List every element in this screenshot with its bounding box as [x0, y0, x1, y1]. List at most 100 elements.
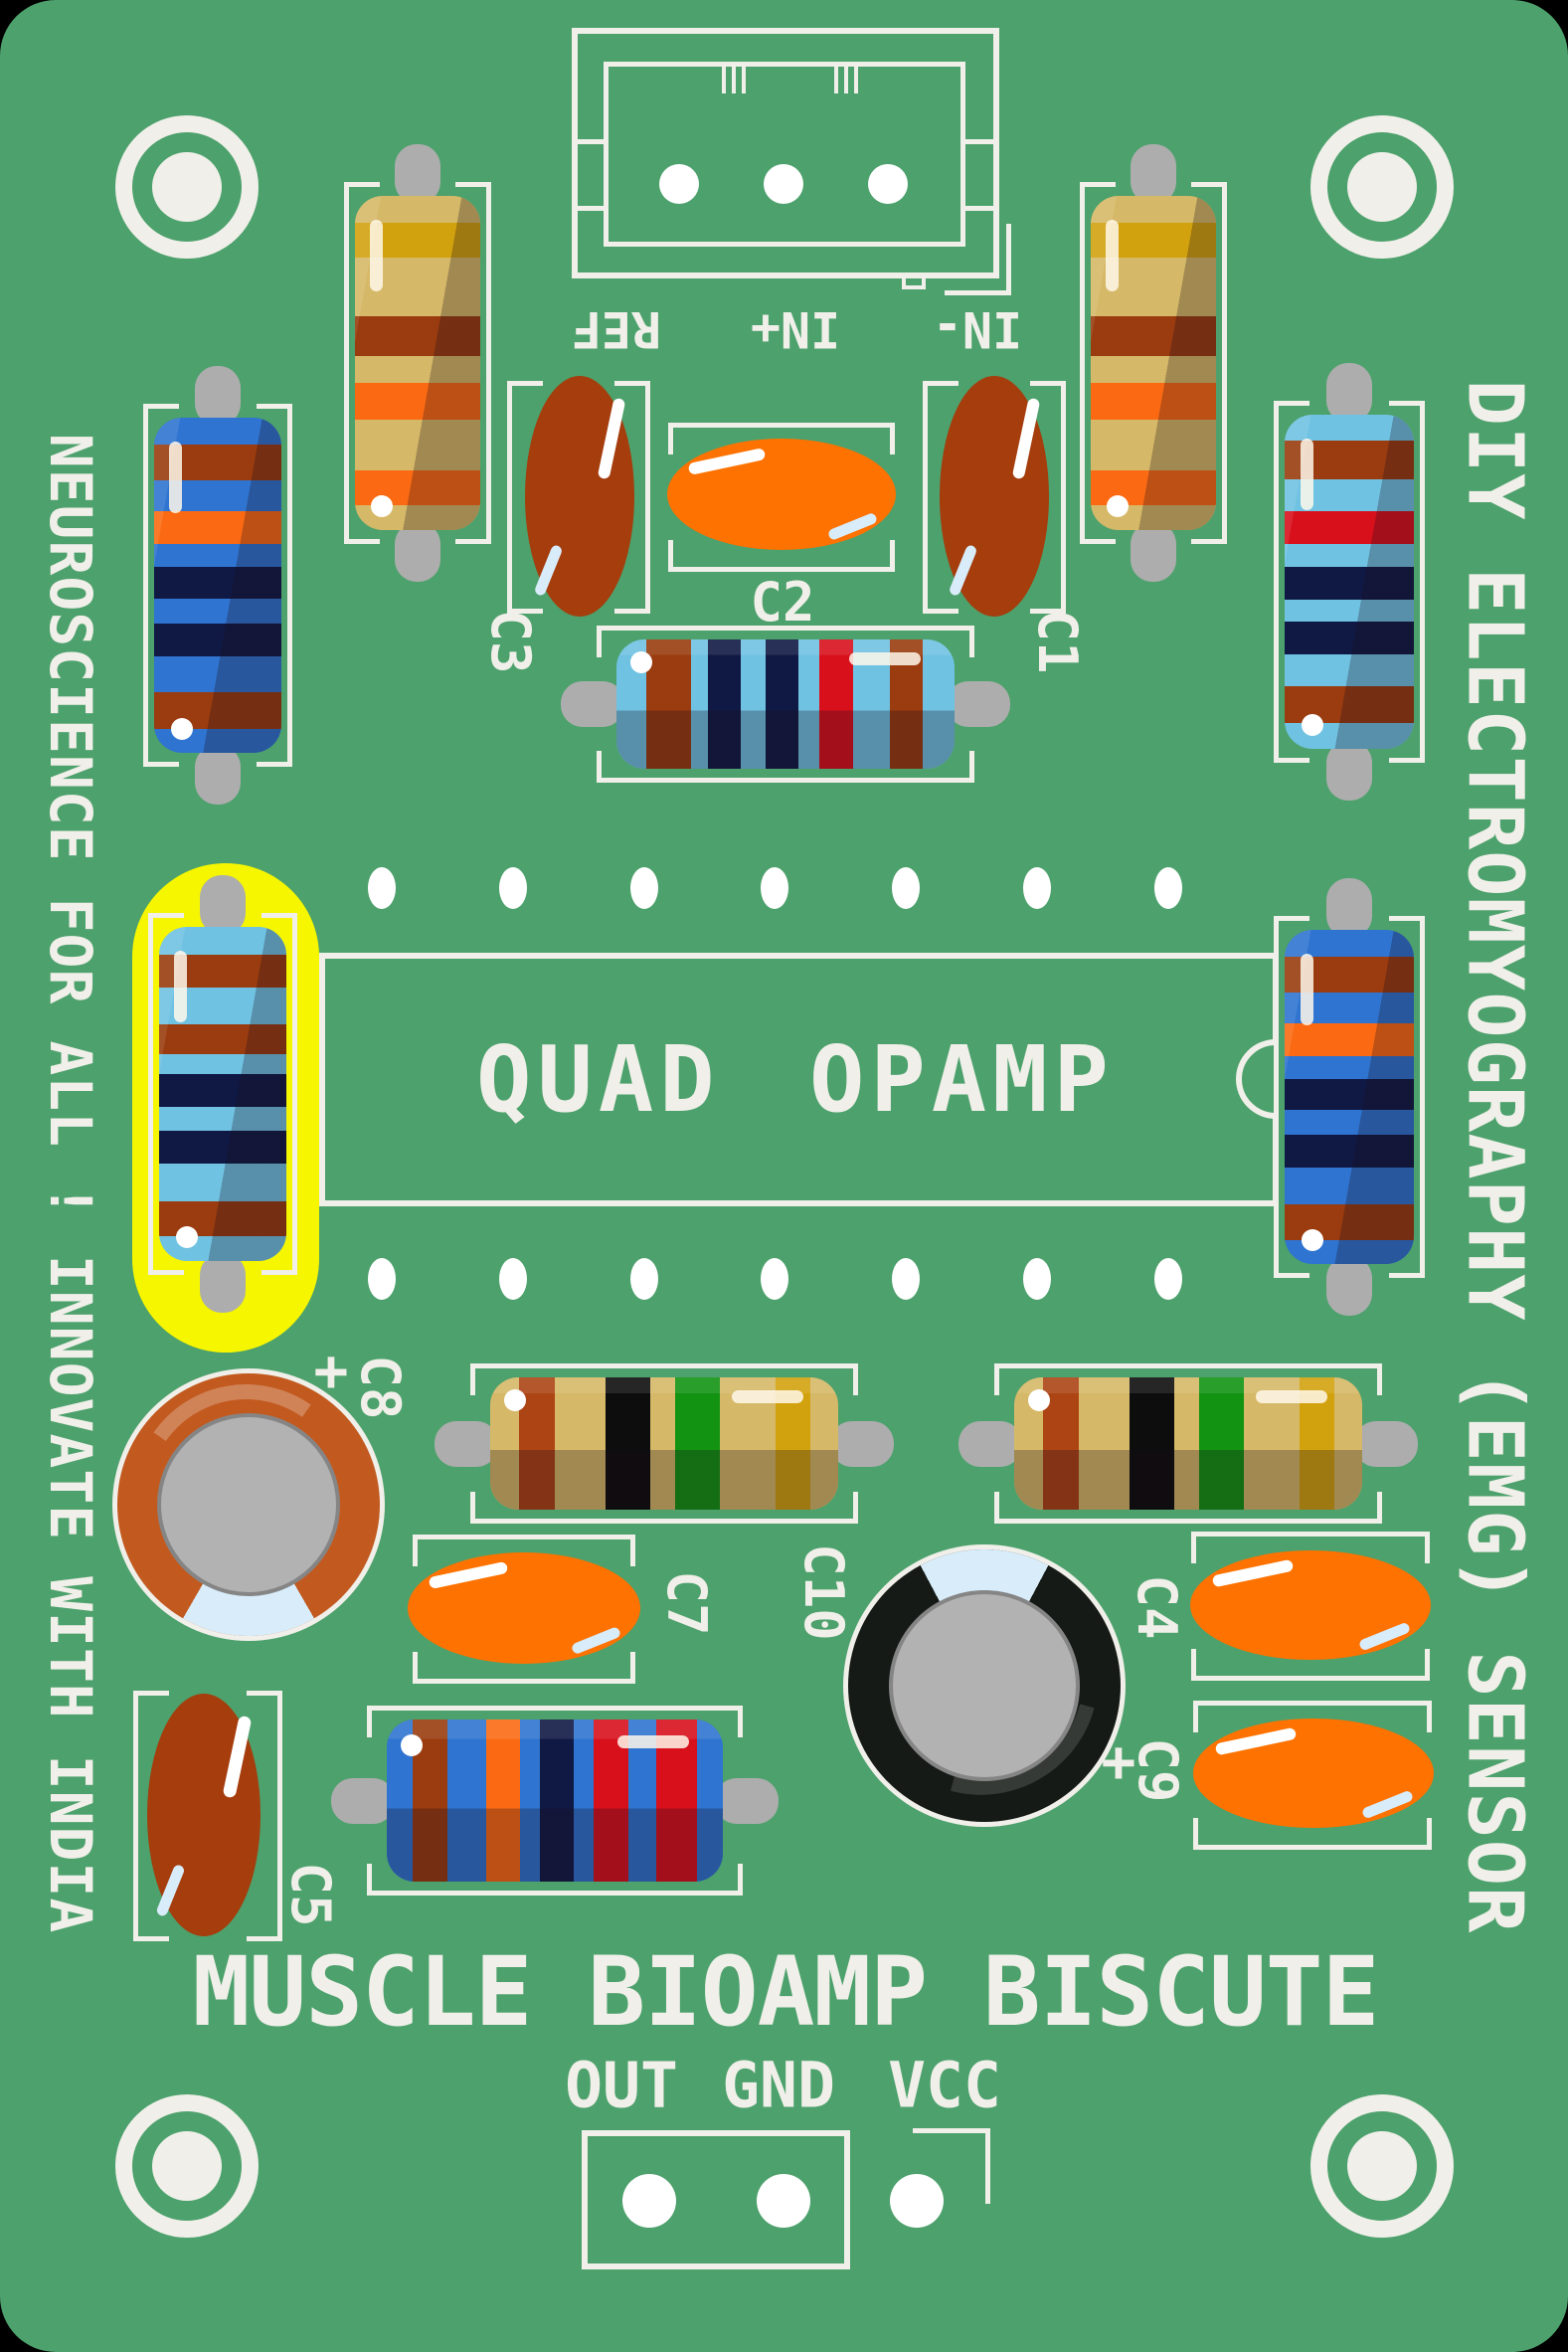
resistor-band — [154, 623, 281, 656]
resistor-band — [1091, 315, 1216, 357]
resistor-gloss-streak — [1106, 219, 1120, 291]
bracket-line — [470, 1492, 858, 1524]
output-pin-label-gnd: GND — [722, 2049, 835, 2122]
resistor-lead — [1326, 1256, 1372, 1316]
resistor-gloss-dot — [504, 1388, 526, 1411]
bracket-line — [344, 182, 380, 544]
ic-socket-hole — [368, 867, 396, 909]
resistor-R8 — [490, 1377, 838, 1510]
bracket-line — [1389, 401, 1425, 763]
capacitor-gloss — [222, 1715, 253, 1799]
resistor-band — [1198, 1377, 1244, 1510]
bracket-line — [1274, 401, 1309, 763]
resistor-band — [819, 639, 853, 769]
bracket-line — [1193, 1701, 1432, 1732]
bracket-line — [148, 913, 184, 1275]
resistor-gloss-dot — [371, 494, 394, 517]
resistor-band — [159, 1073, 286, 1108]
resistor-gloss-streak — [1300, 953, 1313, 1025]
ic-socket-hole — [629, 1258, 658, 1300]
resistor-band — [486, 1719, 520, 1882]
ic-socket-hole — [892, 867, 921, 909]
resistor-lead — [200, 875, 246, 935]
capacitor-bracket — [1191, 1532, 1430, 1681]
mounting-hole-top-right — [1310, 115, 1454, 259]
ic-socket-hole — [1153, 1258, 1182, 1300]
capacitor-C8 — [114, 1365, 380, 1636]
mounting-hole-bottom-left — [115, 2094, 259, 2238]
capacitor-C4 — [1190, 1550, 1431, 1660]
resistor-lead — [830, 1420, 894, 1467]
capacitor-C5 — [147, 1694, 261, 1936]
capacitor-C3 — [525, 376, 634, 617]
ic-socket-hole — [1023, 867, 1051, 909]
capacitor-bracket — [413, 1535, 635, 1684]
bracket-line — [507, 381, 543, 614]
bracket-line — [994, 1363, 1382, 1395]
resistor-lead — [395, 522, 440, 582]
resistor-R1 — [355, 196, 480, 530]
bracket-line — [143, 404, 179, 767]
resistor-gloss-dot — [1301, 1228, 1323, 1251]
mounting-hole-center — [1347, 152, 1417, 222]
input-connector-outline — [572, 28, 999, 278]
bracket-line — [413, 1535, 635, 1566]
connector-mark — [902, 274, 926, 289]
capacitor-C10 — [821, 1517, 1142, 1838]
resistor-gloss-streak — [1300, 438, 1313, 510]
resistor-gloss-streak — [174, 950, 188, 1022]
ic-socket-hole — [761, 1258, 789, 1300]
capacitor-center — [156, 1412, 341, 1597]
resistor-lead — [561, 681, 624, 727]
bracket-line — [1191, 1532, 1430, 1563]
resistor-R10 — [387, 1719, 723, 1882]
resistor-lead — [1131, 522, 1176, 582]
ic-socket-hole — [1023, 1258, 1051, 1300]
bracket-line — [1030, 381, 1066, 614]
bracket-line — [668, 423, 895, 454]
bracket-line — [367, 1864, 743, 1896]
resistor-gloss-streak — [849, 652, 921, 665]
capacitor-label-C7: C7 — [655, 1570, 718, 1636]
resistor-bracket — [1274, 401, 1425, 763]
resistor-gloss-dot — [1301, 713, 1323, 736]
capacitor-C2 — [667, 439, 896, 550]
resistor-gloss-dot — [1107, 494, 1130, 517]
resistor-gloss-streak — [370, 219, 384, 291]
connector-hatch — [722, 64, 746, 93]
resistor-bracket — [1080, 182, 1227, 544]
resistor-gloss-dot — [629, 650, 652, 673]
bracket-line — [455, 182, 491, 544]
resistor-lead — [1354, 1420, 1418, 1467]
resistor-gloss-dot — [175, 1225, 198, 1248]
input-connector-inner-outline — [604, 62, 965, 247]
input-connector-pin — [868, 164, 908, 204]
pin1-bracket — [945, 290, 1010, 295]
capacitor-label-C2: C2 — [750, 571, 815, 633]
bracket-line — [597, 751, 974, 783]
resistor-lead — [1326, 878, 1372, 938]
capacitor-C9 — [1193, 1719, 1434, 1828]
connector-tick — [572, 206, 606, 211]
capacitor-bracket — [668, 423, 895, 572]
ic-socket-hole — [1153, 867, 1182, 909]
resistor-R6 — [159, 927, 286, 1261]
resistor-lead — [195, 366, 241, 426]
edge-text-right: DIY ELECTROMYOGRAPHY (EMG) SENSOR — [1450, 379, 1539, 1934]
capacitor-gloss — [597, 397, 626, 480]
capacitor-center — [889, 1590, 1080, 1781]
input-pin-label-in-: IN- — [932, 300, 1023, 358]
ic-socket-hole — [761, 867, 789, 909]
bracket-line — [1080, 182, 1116, 544]
capacitor-label-C9: C9 — [1127, 1737, 1189, 1803]
connector-hatch — [834, 64, 858, 93]
connector-tick — [963, 206, 999, 211]
bracket-line — [413, 1652, 635, 1684]
resistor-bracket — [994, 1363, 1382, 1524]
resistor-band — [355, 315, 480, 357]
resistor-band — [1285, 511, 1414, 545]
resistor-R5 — [1285, 415, 1414, 749]
bracket-line — [133, 1691, 169, 1941]
